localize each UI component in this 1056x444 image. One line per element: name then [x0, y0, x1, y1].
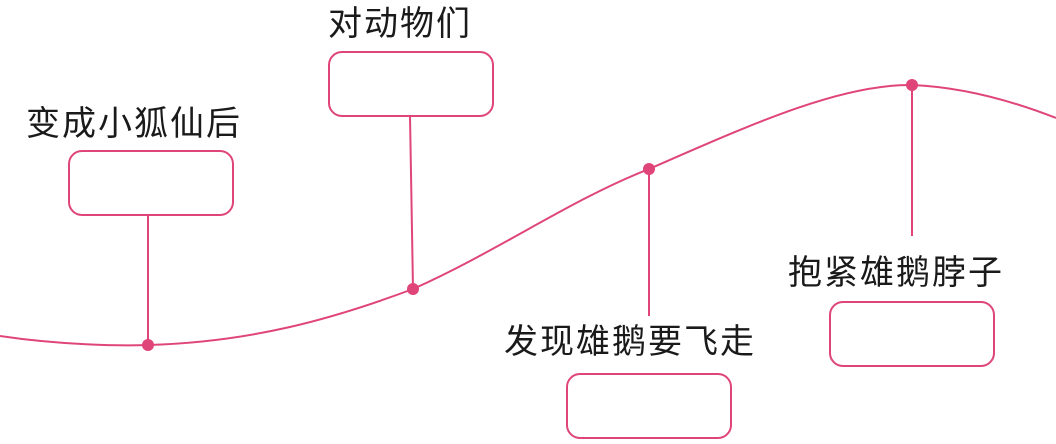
plot-point-1 — [142, 339, 154, 351]
connector-line-2 — [409, 115, 414, 290]
plot-point-3 — [643, 163, 655, 175]
stage-label-1: 变成小狐仙后 — [26, 104, 242, 144]
answer-box-4[interactable] — [829, 301, 995, 367]
stage-label-3: 发现雄鹅要飞走 — [504, 322, 756, 362]
answer-box-3[interactable] — [566, 373, 732, 439]
stage-label-4: 抱紧雄鹅脖子 — [788, 253, 1004, 293]
stage-label-2: 对动物们 — [328, 4, 472, 44]
answer-box-1[interactable] — [68, 150, 234, 216]
plot-point-2 — [407, 283, 419, 295]
answer-box-2[interactable] — [328, 51, 494, 117]
plot-point-4 — [906, 79, 918, 91]
